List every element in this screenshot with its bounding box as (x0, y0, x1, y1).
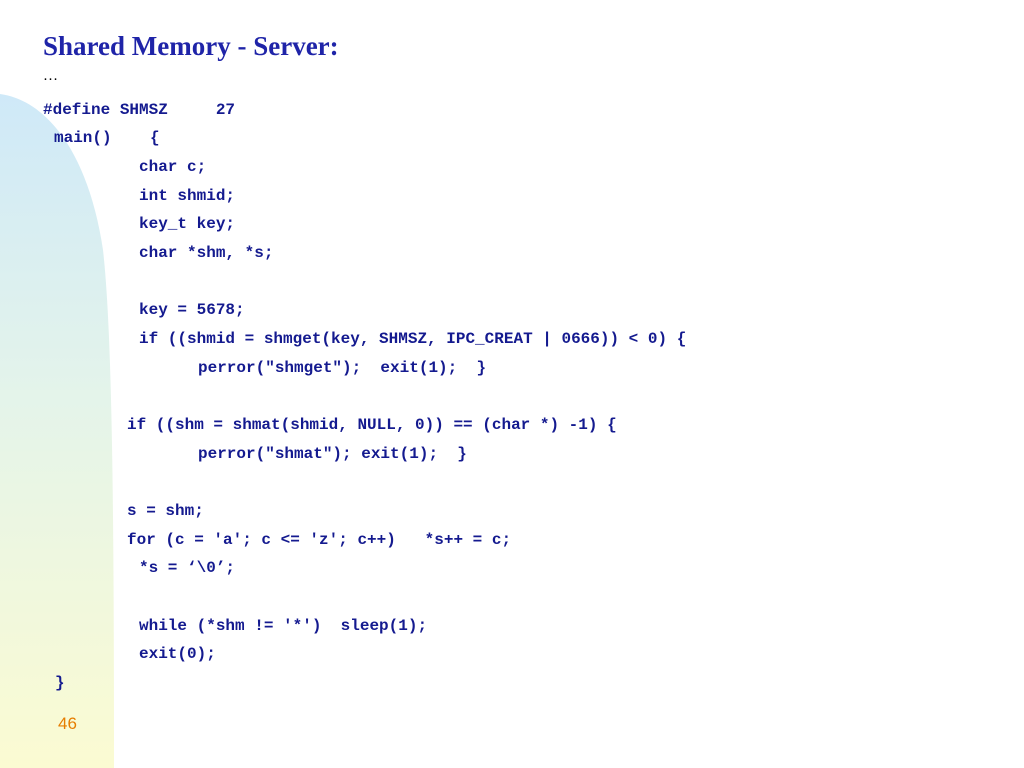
ellipsis-marker: … (43, 68, 58, 84)
code-line: key = 5678; (139, 301, 245, 319)
code-line: char *shm, *s; (139, 244, 274, 262)
code-line: #define SHMSZ 27 (43, 101, 236, 119)
code-line: perror("shmget"); exit(1); } (198, 359, 487, 377)
decorative-gradient-swoosh (0, 94, 114, 768)
code-line: s = shm; (127, 502, 204, 520)
code-line: int shmid; (139, 187, 236, 205)
code-line: perror("shmat"); exit(1); } (198, 445, 467, 463)
code-line: char c; (139, 158, 207, 176)
page-number: 46 (58, 714, 77, 733)
code-line: } (55, 674, 65, 692)
code-line: if ((shm = shmat(shmid, NULL, 0)) == (ch… (127, 416, 617, 434)
code-line: if ((shmid = shmget(key, SHMSZ, IPC_CREA… (139, 330, 687, 348)
code-line: key_t key; (139, 215, 236, 233)
code-line: while (*shm != '*') sleep(1); (139, 617, 428, 635)
code-line: main() { (54, 129, 160, 147)
code-line: exit(0); (139, 645, 216, 663)
code-line: *s = ‘\0’; (139, 559, 236, 577)
code-line: for (c = 'a'; c <= 'z'; c++) *s++ = c; (127, 531, 512, 549)
slide-title: Shared Memory - Server: (43, 31, 339, 61)
